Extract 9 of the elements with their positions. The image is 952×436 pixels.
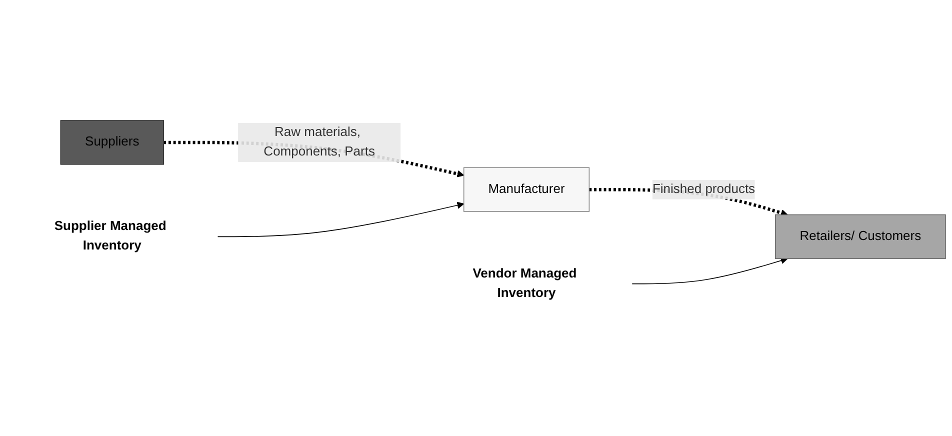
node-box: Suppliers [60, 120, 164, 165]
node-box: Retailers/ Customers [774, 214, 946, 260]
node-box: Manufacturer [463, 167, 590, 212]
arrow [217, 202, 464, 238]
node-text: Supplier Managed Inventory [54, 220, 166, 253]
edge-label: Raw materials, Components, Parts [264, 125, 375, 159]
arrow [632, 257, 788, 284]
node-text: Vendor Managed Inventory [472, 266, 577, 300]
edge-label: Finished products [652, 182, 756, 196]
